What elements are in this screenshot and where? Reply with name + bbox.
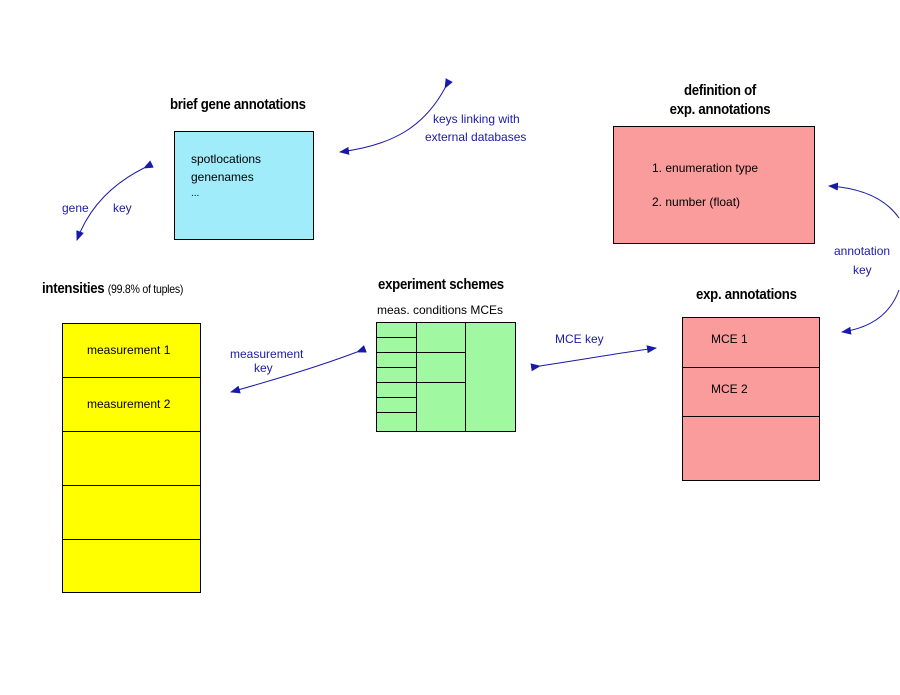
measurement-key-label-1: measurement — [230, 347, 304, 361]
experiment-schemes-subtitle: meas. conditions MCEs — [377, 303, 504, 317]
intensities-row: measurement 1 — [63, 324, 200, 378]
intensities-table: measurement 1 measurement 2 — [62, 323, 201, 593]
gene-annotation-line: spotlocations — [191, 152, 262, 166]
external-keys-label-2: external databases — [425, 130, 527, 144]
exp-annotations-title: exp. annotations — [696, 286, 797, 303]
exp-annotation-row — [683, 417, 819, 480]
gene-label: gene — [62, 201, 89, 215]
mce-key-arrow — [530, 345, 657, 372]
external-databases-arrow — [339, 78, 453, 155]
exp-definition-item: 1. enumeration type — [652, 161, 759, 175]
exp-annotations-table: MCE 1 MCE 2 — [682, 317, 820, 481]
exp-definition-box: 1. enumeration type 2. number (float) — [613, 126, 815, 244]
exp-annotation-label: MCE 1 — [711, 332, 748, 346]
intensities-subtitle: (99.8% of tuples) — [107, 282, 184, 296]
exp-definition-title-1: definition of — [683, 82, 757, 99]
experiment-schemes-title: experiment schemes — [378, 276, 504, 293]
measurement-key-label-2: key — [254, 361, 273, 375]
gene-annotation-line: genenames — [191, 170, 254, 184]
exp-annotation-label: MCE 2 — [711, 382, 748, 396]
mce-key-label: MCE key — [555, 332, 604, 346]
exp-definition-item: 2. number (float) — [652, 195, 741, 209]
intensities-row — [63, 540, 200, 594]
exp-annotation-row: MCE 2 — [683, 368, 819, 417]
intensities-row — [63, 432, 200, 486]
exp-definition-title-2: exp. annotations — [669, 101, 771, 118]
annotation-key-label-1: annotation — [834, 244, 891, 258]
intensities-row — [63, 486, 200, 540]
external-keys-label-1: keys linking with — [433, 112, 520, 126]
annotation-key-arrow-bottom — [841, 289, 900, 335]
gene-annotations-title: brief gene annotations — [170, 96, 306, 113]
intensities-title-text: intensities — [42, 280, 105, 297]
annotation-key-label-2: key — [853, 263, 872, 277]
intensities-row-label: measurement 2 — [87, 397, 171, 411]
annotation-key-arrow-top — [828, 182, 900, 219]
gene-annotation-line: ... — [191, 188, 200, 199]
gene-key-label: key — [113, 201, 132, 215]
intensities-title: intensities (99.8% of tuples) — [42, 280, 183, 297]
experiment-schemes-grid — [376, 322, 516, 432]
measurement-key-arrow — [230, 345, 367, 394]
intensities-row: measurement 2 — [63, 378, 200, 432]
gene-key-arrow — [76, 160, 154, 241]
intensities-row-label: measurement 1 — [87, 343, 171, 357]
exp-annotation-row: MCE 1 — [683, 318, 819, 368]
gene-annotations-box: spotlocations genenames ... — [174, 131, 314, 240]
